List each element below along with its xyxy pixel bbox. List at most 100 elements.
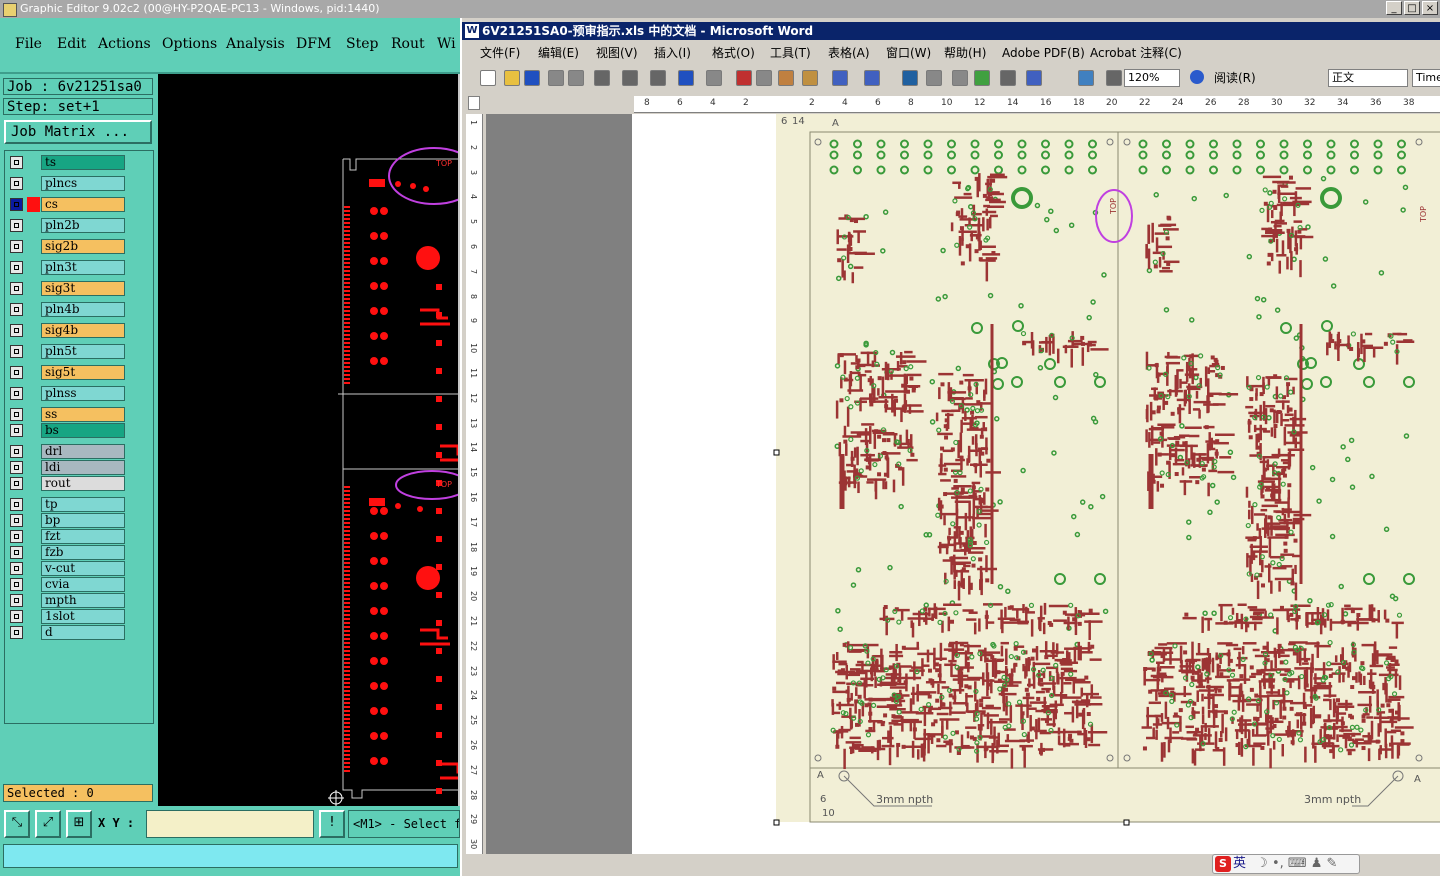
layer-name[interactable]: 1slot [41, 609, 125, 624]
layer-checkbox[interactable] [10, 461, 23, 474]
format-painter-icon[interactable] [802, 70, 818, 86]
word-menu-item[interactable]: 插入(I) [654, 46, 691, 60]
layer-row-cs[interactable]: cs [8, 197, 126, 212]
menu-file[interactable]: File [15, 36, 42, 52]
layer-row-sig2b[interactable]: sig2b [8, 239, 126, 254]
minimize-button[interactable]: _ [1386, 1, 1402, 15]
layer-checkbox[interactable] [10, 240, 23, 253]
zoom-area-tool-icon[interactable]: ⤢ [35, 810, 61, 838]
word-menu-item[interactable]: 视图(V) [596, 46, 638, 60]
print-icon[interactable] [594, 70, 610, 86]
layer-row-plncs[interactable]: plncs [8, 176, 126, 191]
insert-table-icon[interactable] [952, 70, 968, 86]
tables-borders-icon[interactable] [926, 70, 942, 86]
layer-checkbox[interactable] [10, 477, 23, 490]
chinese-convert-icon[interactable] [650, 70, 666, 86]
menu-window[interactable]: Wi [437, 36, 456, 52]
layer-name[interactable]: pln2b [41, 218, 125, 233]
resize-handle[interactable] [1123, 819, 1130, 826]
layer-row-mpth[interactable]: mpth [8, 593, 126, 608]
ime-toolbar[interactable]: S 英 ☽ •, ⌨ ♟ ✎ [1212, 854, 1360, 874]
layer-checkbox[interactable] [10, 303, 23, 316]
word-menu-item[interactable]: 帮助(H) [944, 46, 987, 60]
layer-row-pln5t[interactable]: pln5t [8, 344, 126, 359]
layer-name[interactable]: cs [41, 197, 125, 212]
layer-checkbox[interactable] [10, 345, 23, 358]
layer-checkbox[interactable] [10, 198, 23, 211]
layer-name[interactable]: bp [41, 513, 125, 528]
redo-icon[interactable] [864, 70, 880, 86]
new-doc-icon[interactable] [480, 70, 496, 86]
word-menu-item[interactable]: 格式(O) [712, 46, 755, 60]
info-button-icon[interactable]: ! [319, 810, 345, 838]
read-mode-button[interactable]: 阅读(R) [1214, 71, 1256, 85]
layer-name[interactable]: plnss [41, 386, 125, 401]
layer-checkbox[interactable] [10, 177, 23, 190]
layer-row-fzt[interactable]: fzt [8, 529, 126, 544]
menu-options[interactable]: Options [162, 36, 218, 52]
layer-checkbox[interactable] [10, 546, 23, 559]
word-menu-item[interactable]: 工具(T) [770, 46, 811, 60]
layer-name[interactable]: fzb [41, 545, 125, 560]
research-icon[interactable] [706, 70, 722, 86]
layer-name[interactable]: fzt [41, 529, 125, 544]
layer-name[interactable]: ss [41, 407, 125, 422]
layer-name[interactable]: sig4b [41, 323, 125, 338]
help-icon[interactable] [1190, 70, 1204, 84]
layer-checkbox[interactable] [10, 408, 23, 421]
menu-edit[interactable]: Edit [57, 36, 87, 52]
layer-row-tp[interactable]: tp [8, 497, 126, 512]
layer-row-bp[interactable]: bp [8, 513, 126, 528]
layer-row-sig5t[interactable]: sig5t [8, 365, 126, 380]
layer-name[interactable]: pln5t [41, 344, 125, 359]
layer-row-v-cut[interactable]: v-cut [8, 561, 126, 576]
layer-name[interactable]: pln4b [41, 302, 125, 317]
resize-handle[interactable] [773, 449, 780, 456]
grid-snap-tool-icon[interactable]: ⊞ [66, 810, 92, 838]
word-menu-item[interactable]: Adobe PDF(B) [1002, 46, 1085, 60]
zoom-select[interactable]: 120% [1124, 69, 1180, 87]
save-icon[interactable] [524, 70, 540, 86]
layer-row-bs[interactable]: bs [8, 423, 126, 438]
ime-mode[interactable]: 英 [1233, 856, 1247, 871]
menu-analysis[interactable]: Analysis [226, 36, 285, 52]
layer-name[interactable]: cvia [41, 577, 125, 592]
layer-row-cvia[interactable]: cvia [8, 577, 126, 592]
job-matrix-button[interactable]: Job Matrix ... [4, 120, 152, 144]
layer-name[interactable]: plncs [41, 176, 125, 191]
layer-checkbox[interactable] [10, 219, 23, 232]
layer-row-sig3t[interactable]: sig3t [8, 281, 126, 296]
resize-handle[interactable] [773, 819, 780, 826]
word-menu-item[interactable]: 编辑(E) [538, 46, 579, 60]
menu-dfm[interactable]: DFM [296, 36, 332, 52]
cut-icon[interactable] [736, 70, 752, 86]
preview-icon[interactable] [622, 70, 638, 86]
tab-selector[interactable] [468, 96, 480, 110]
word-menu-item[interactable]: 窗口(W) [886, 46, 932, 60]
word-menu-item[interactable]: 表格(A) [828, 46, 870, 60]
drawing-icon[interactable] [1026, 70, 1042, 86]
layer-row-sig4b[interactable]: sig4b [8, 323, 126, 338]
excel-icon[interactable] [974, 70, 990, 86]
layer-checkbox[interactable] [10, 366, 23, 379]
layer-name[interactable]: tp [41, 497, 125, 512]
layer-checkbox[interactable] [10, 498, 23, 511]
hyperlink-icon[interactable] [902, 70, 918, 86]
layer-row-1slot[interactable]: 1slot [8, 609, 126, 624]
layer-row-rout[interactable]: rout [8, 476, 126, 491]
layer-row-pln2b[interactable]: pln2b [8, 218, 126, 233]
layer-name[interactable]: pln3t [41, 260, 125, 275]
spell-check-icon[interactable] [678, 70, 694, 86]
layer-checkbox[interactable] [10, 282, 23, 295]
layer-name[interactable]: ldi [41, 460, 125, 475]
layer-name[interactable]: d [41, 625, 125, 640]
font-select[interactable]: Times [1412, 69, 1440, 87]
layer-checkbox[interactable] [10, 514, 23, 527]
print-preview-icon[interactable] [568, 70, 584, 86]
layer-checkbox[interactable] [10, 156, 23, 169]
layer-name[interactable]: sig5t [41, 365, 125, 380]
layer-name[interactable]: v-cut [41, 561, 125, 576]
layer-name[interactable]: drl [41, 444, 125, 459]
